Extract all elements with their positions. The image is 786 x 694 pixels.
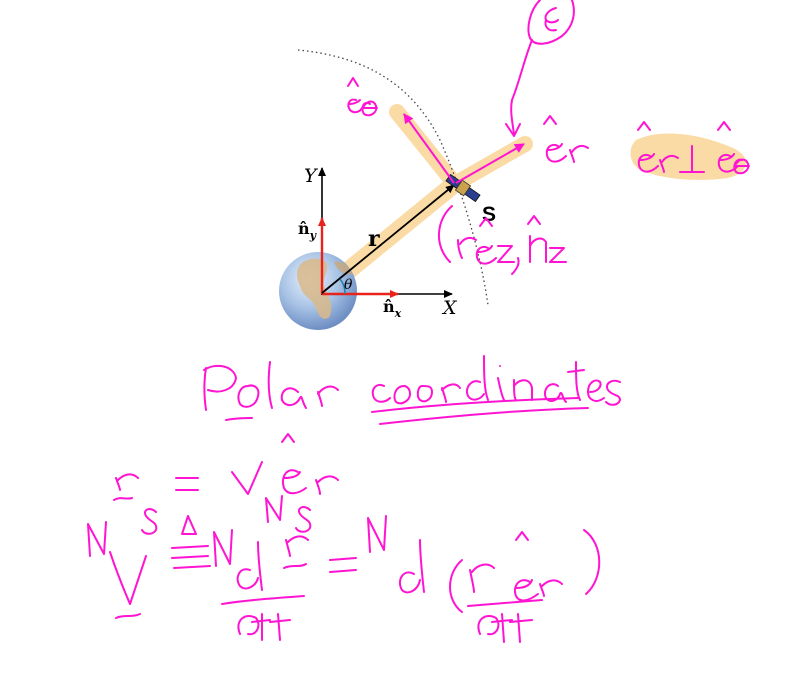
velocity-equation: [87, 495, 601, 643]
position-vector-r: [321, 184, 455, 294]
unit-y-label: n̂y: [298, 219, 318, 242]
orbit-path: [297, 49, 489, 306]
e-r-annotation: [543, 115, 589, 163]
e-r-arrow: [455, 143, 525, 184]
orthogonal-annotation: [637, 121, 750, 175]
handwriting: [87, 0, 750, 643]
highlight-strokes: [313, 104, 746, 301]
angle-label: θ: [344, 277, 353, 293]
z-axis-annotation: [437, 205, 567, 275]
angle-arc: [339, 278, 346, 295]
e-theta-annotation: [347, 77, 378, 117]
title-annotation: [203, 355, 621, 425]
circled-e-annotation: [505, 0, 575, 137]
x-axis-label: X: [441, 297, 458, 319]
e-theta-arrow: [403, 113, 455, 184]
y-axis-label: Y: [304, 165, 319, 187]
position-equation: [113, 433, 339, 501]
radius-label: r: [368, 226, 380, 252]
unit-x-label: n̂x: [383, 297, 402, 320]
